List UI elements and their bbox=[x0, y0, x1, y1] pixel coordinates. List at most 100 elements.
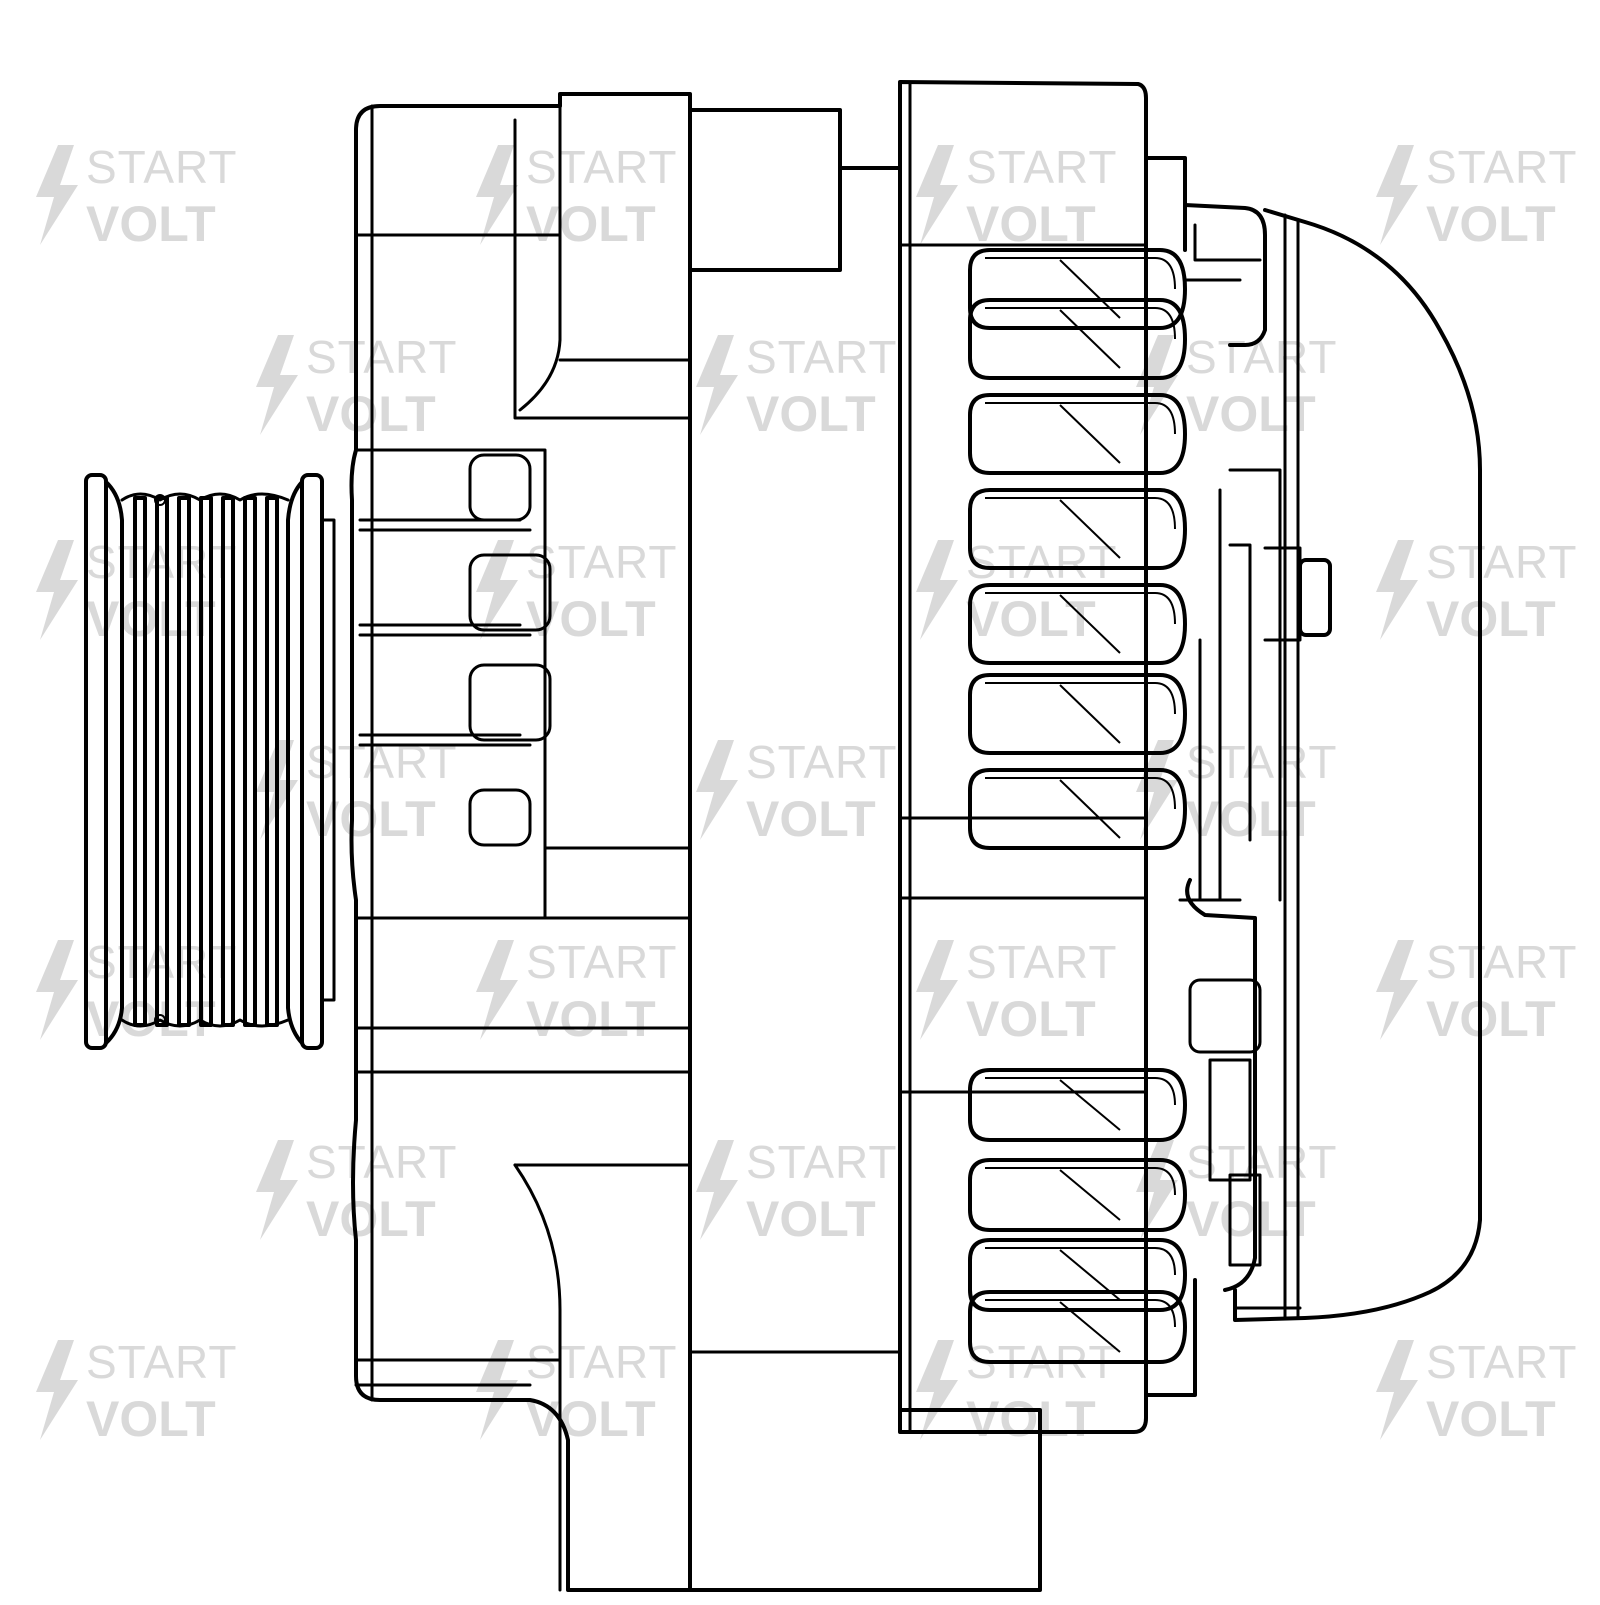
stator-fin bbox=[968, 1290, 1187, 1364]
bolt-icon bbox=[916, 1340, 958, 1440]
vent-tab bbox=[468, 553, 552, 632]
rear-cover bbox=[1233, 208, 1482, 1322]
bolt-icon bbox=[696, 740, 738, 840]
bolt-icon bbox=[1376, 940, 1418, 1040]
watermark-line2: VOLT bbox=[526, 591, 656, 647]
stator-fin bbox=[968, 1158, 1187, 1232]
stator-fins bbox=[968, 248, 1187, 1364]
watermark-line1: START bbox=[966, 936, 1118, 988]
watermark-line2: VOLT bbox=[526, 991, 656, 1047]
watermark-line1: START bbox=[306, 331, 458, 383]
watermark-line1: START bbox=[86, 141, 238, 193]
bolt-icon bbox=[256, 1140, 298, 1240]
watermark-line2: VOLT bbox=[966, 591, 1096, 647]
vent-tab bbox=[468, 788, 532, 847]
rear-housing bbox=[898, 80, 1197, 1434]
watermark-line1: START bbox=[86, 1336, 238, 1388]
watermark-line2: VOLT bbox=[1186, 1191, 1316, 1247]
watermark-line1: START bbox=[526, 936, 678, 988]
bolt-icon bbox=[476, 145, 518, 245]
watermark-line1: START bbox=[306, 1136, 458, 1188]
watermark-line1: START bbox=[966, 141, 1118, 193]
stator-fin bbox=[968, 298, 1187, 380]
bolt-icon bbox=[1376, 145, 1418, 245]
rectifier-assembly bbox=[1178, 203, 1332, 1292]
bolt-icon bbox=[696, 1140, 738, 1240]
watermark-line2: VOLT bbox=[746, 1191, 876, 1247]
front-vents bbox=[358, 453, 552, 847]
bolt-icon bbox=[1136, 740, 1178, 840]
terminal-block bbox=[688, 108, 902, 272]
bolt-icon bbox=[916, 145, 958, 245]
watermark-line1: START bbox=[526, 1336, 678, 1388]
bolt-icon bbox=[696, 335, 738, 435]
pulley bbox=[84, 473, 336, 1050]
watermark-line2: VOLT bbox=[746, 791, 876, 847]
stator-fin bbox=[968, 768, 1187, 850]
watermark-line1: START bbox=[746, 331, 898, 383]
pulley-grooves bbox=[120, 492, 290, 1028]
watermark-line1: START bbox=[746, 736, 898, 788]
stator-fin bbox=[968, 673, 1187, 755]
bolt-icon bbox=[36, 145, 78, 245]
bolt-icon bbox=[256, 335, 298, 435]
watermark-line2: VOLT bbox=[1186, 386, 1316, 442]
watermark-line2: VOLT bbox=[966, 991, 1096, 1047]
bolt-icon bbox=[36, 940, 78, 1040]
front-housing bbox=[349, 92, 692, 1592]
bolt-icon bbox=[1136, 1140, 1178, 1240]
watermark-line2: VOLT bbox=[966, 196, 1096, 252]
bolt-icon bbox=[1376, 1340, 1418, 1440]
watermark-line2: VOLT bbox=[1426, 1391, 1556, 1447]
bolt-icon bbox=[36, 540, 78, 640]
watermark-line2: VOLT bbox=[966, 1391, 1096, 1447]
bolt-icon bbox=[476, 540, 518, 640]
watermark-line1: START bbox=[86, 936, 238, 988]
watermark-line1: START bbox=[526, 141, 678, 193]
bolt-icon bbox=[916, 940, 958, 1040]
watermark-line2: VOLT bbox=[86, 1391, 216, 1447]
watermark-line2: VOLT bbox=[1426, 591, 1556, 647]
vent-tab bbox=[468, 453, 532, 522]
vent-tab bbox=[468, 663, 552, 742]
bolt-icon bbox=[916, 540, 958, 640]
stator-fin bbox=[968, 1068, 1187, 1142]
watermark-line2: VOLT bbox=[1426, 991, 1556, 1047]
watermark-line2: VOLT bbox=[526, 196, 656, 252]
watermark-line1: START bbox=[1426, 936, 1578, 988]
pulley-groove bbox=[243, 496, 257, 1027]
bolt-icon bbox=[476, 1340, 518, 1440]
bolt-icon bbox=[476, 940, 518, 1040]
bolt-icon bbox=[36, 1340, 78, 1440]
bolt-icon bbox=[1136, 335, 1178, 435]
bolt-icon bbox=[1376, 540, 1418, 640]
watermark-line1: START bbox=[1426, 141, 1578, 193]
watermark-line2: VOLT bbox=[86, 196, 216, 252]
stator-fin bbox=[968, 583, 1187, 665]
watermark-line1: START bbox=[1426, 536, 1578, 588]
stator-fin bbox=[968, 248, 1187, 330]
watermark-line1: START bbox=[1186, 736, 1338, 788]
stator-fin bbox=[968, 488, 1187, 570]
center-body bbox=[688, 268, 1042, 1592]
watermark-line2: VOLT bbox=[1426, 196, 1556, 252]
watermark-line1: START bbox=[966, 536, 1118, 588]
watermark-line1: START bbox=[86, 536, 238, 588]
